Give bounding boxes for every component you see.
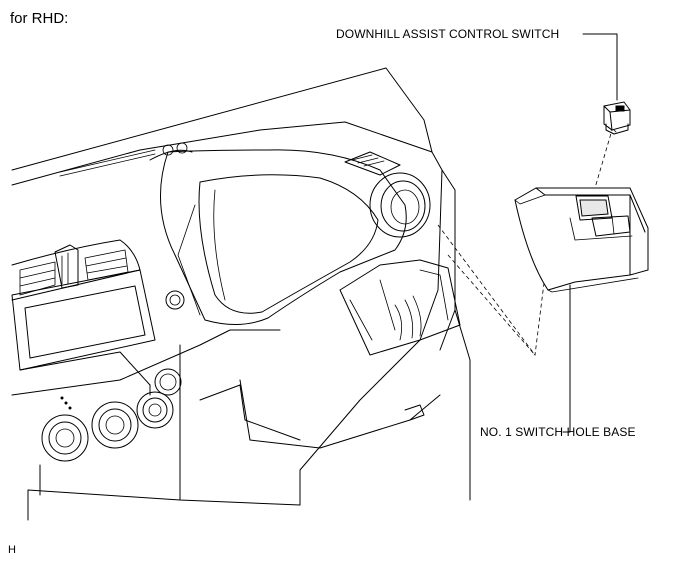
downhill-assist-control-switch [603,101,631,135]
climate-knobs [39,368,182,496]
center-air-vents [11,239,141,301]
switch-hole-base [514,187,649,293]
diagram-title: for RHD: [10,10,69,27]
center-display [11,269,185,386]
instrument-cluster [160,149,407,326]
figure-code: H [8,544,16,556]
switch-leader-line [582,33,618,101]
dashboard-outline [11,67,471,521]
switch-indicator-icon [615,105,625,112]
leader-lines [562,33,618,433]
assembly-guide-lines [437,129,613,357]
switch-alignment-line [589,129,613,206]
switch-hole-base-callout-label: NO. 1 SWITCH HOLE BASE [480,425,636,439]
right-air-vent [344,151,431,238]
steering-column-opening [339,259,461,356]
switch-callout-label: DOWNHILL ASSIST CONTROL SWITCH [336,27,560,41]
base-leader-line [562,284,571,433]
